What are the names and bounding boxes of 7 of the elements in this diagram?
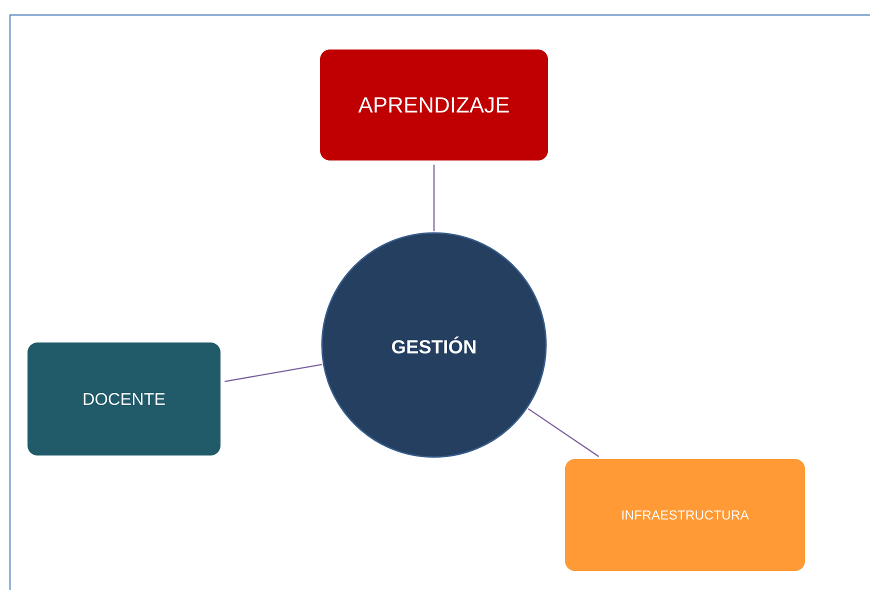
rounded-box: INFRAESTRUCTURA — [565, 459, 805, 571]
circle-node: GESTIÓN — [321, 232, 547, 458]
connector-line — [528, 408, 600, 458]
connector-line — [433, 164, 435, 232]
connector-line — [224, 364, 322, 382]
rounded-box: DOCENTE — [28, 342, 220, 456]
rounded-box: APRENDIZAJE — [320, 50, 548, 160]
